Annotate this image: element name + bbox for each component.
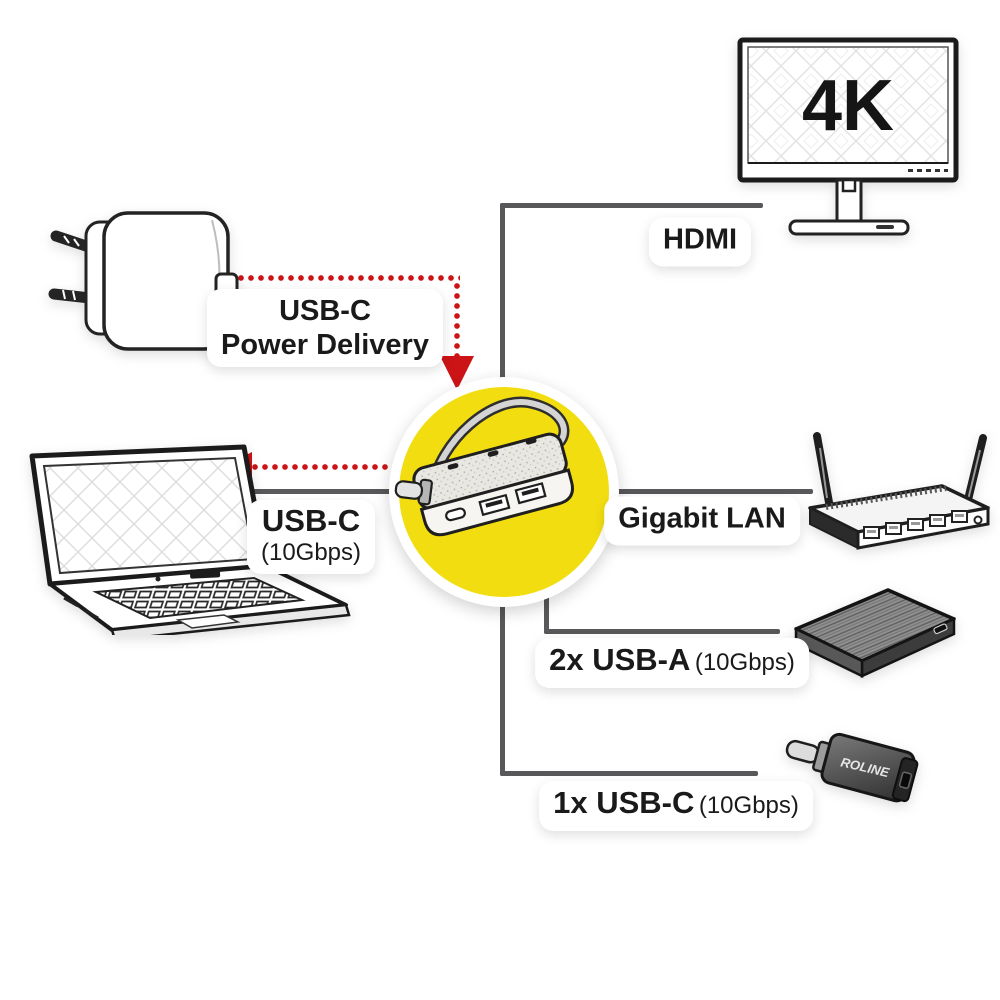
hdmi-line-vertical xyxy=(500,203,505,385)
monitor-screen-text: 4K xyxy=(802,66,894,146)
power-delivery-label: USB-C Power Delivery xyxy=(207,289,443,367)
usbc-device-label: 1x USB-C (10Gbps) xyxy=(539,781,813,831)
router-icon xyxy=(800,420,1000,555)
dock-hub-highlight-circle xyxy=(389,377,619,607)
gigabit-lan-label: Gigabit LAN xyxy=(604,496,800,546)
monitor-4k-icon: 4K xyxy=(736,36,990,238)
power-label-line2: Power Delivery xyxy=(221,329,429,361)
hdmi-label: HDMI xyxy=(648,217,752,267)
usbc-host-speed: (10Gbps) xyxy=(260,539,362,566)
laptop-icon xyxy=(8,440,358,642)
hard-drive-icon xyxy=(788,583,963,683)
usba-line-vertical xyxy=(544,585,549,634)
usbc-host-main: USB-C xyxy=(261,503,361,538)
usb-c-dock-icon xyxy=(394,396,574,537)
usbc-adapter-icon: ROLINE xyxy=(770,710,930,828)
laptop-dotted-horizontal xyxy=(250,464,396,470)
usba-label: 2x USB-A (10Gbps) xyxy=(535,638,809,688)
power-label-line1: USB-C xyxy=(279,295,371,327)
power-dotted-horizontal xyxy=(226,275,460,281)
usbc-dev-line-vertical xyxy=(500,598,505,776)
usba-speed: (10Gbps) xyxy=(694,649,795,676)
usbc-device-speed: (10Gbps) xyxy=(698,792,799,819)
usbc-host-label: USB-C (10Gbps) xyxy=(246,500,376,574)
hdmi-line-horizontal xyxy=(500,203,763,208)
usbc-dev-line-horizontal xyxy=(500,771,758,776)
usba-main: 2x USB-A xyxy=(549,642,691,677)
usba-line-horizontal xyxy=(544,629,780,634)
usbc-device-main: 1x USB-C xyxy=(553,785,695,820)
lan-line xyxy=(611,489,813,494)
power-dotted-vertical xyxy=(454,281,460,359)
usbc-host-line xyxy=(225,489,397,494)
power-adapter-icon xyxy=(36,196,246,368)
